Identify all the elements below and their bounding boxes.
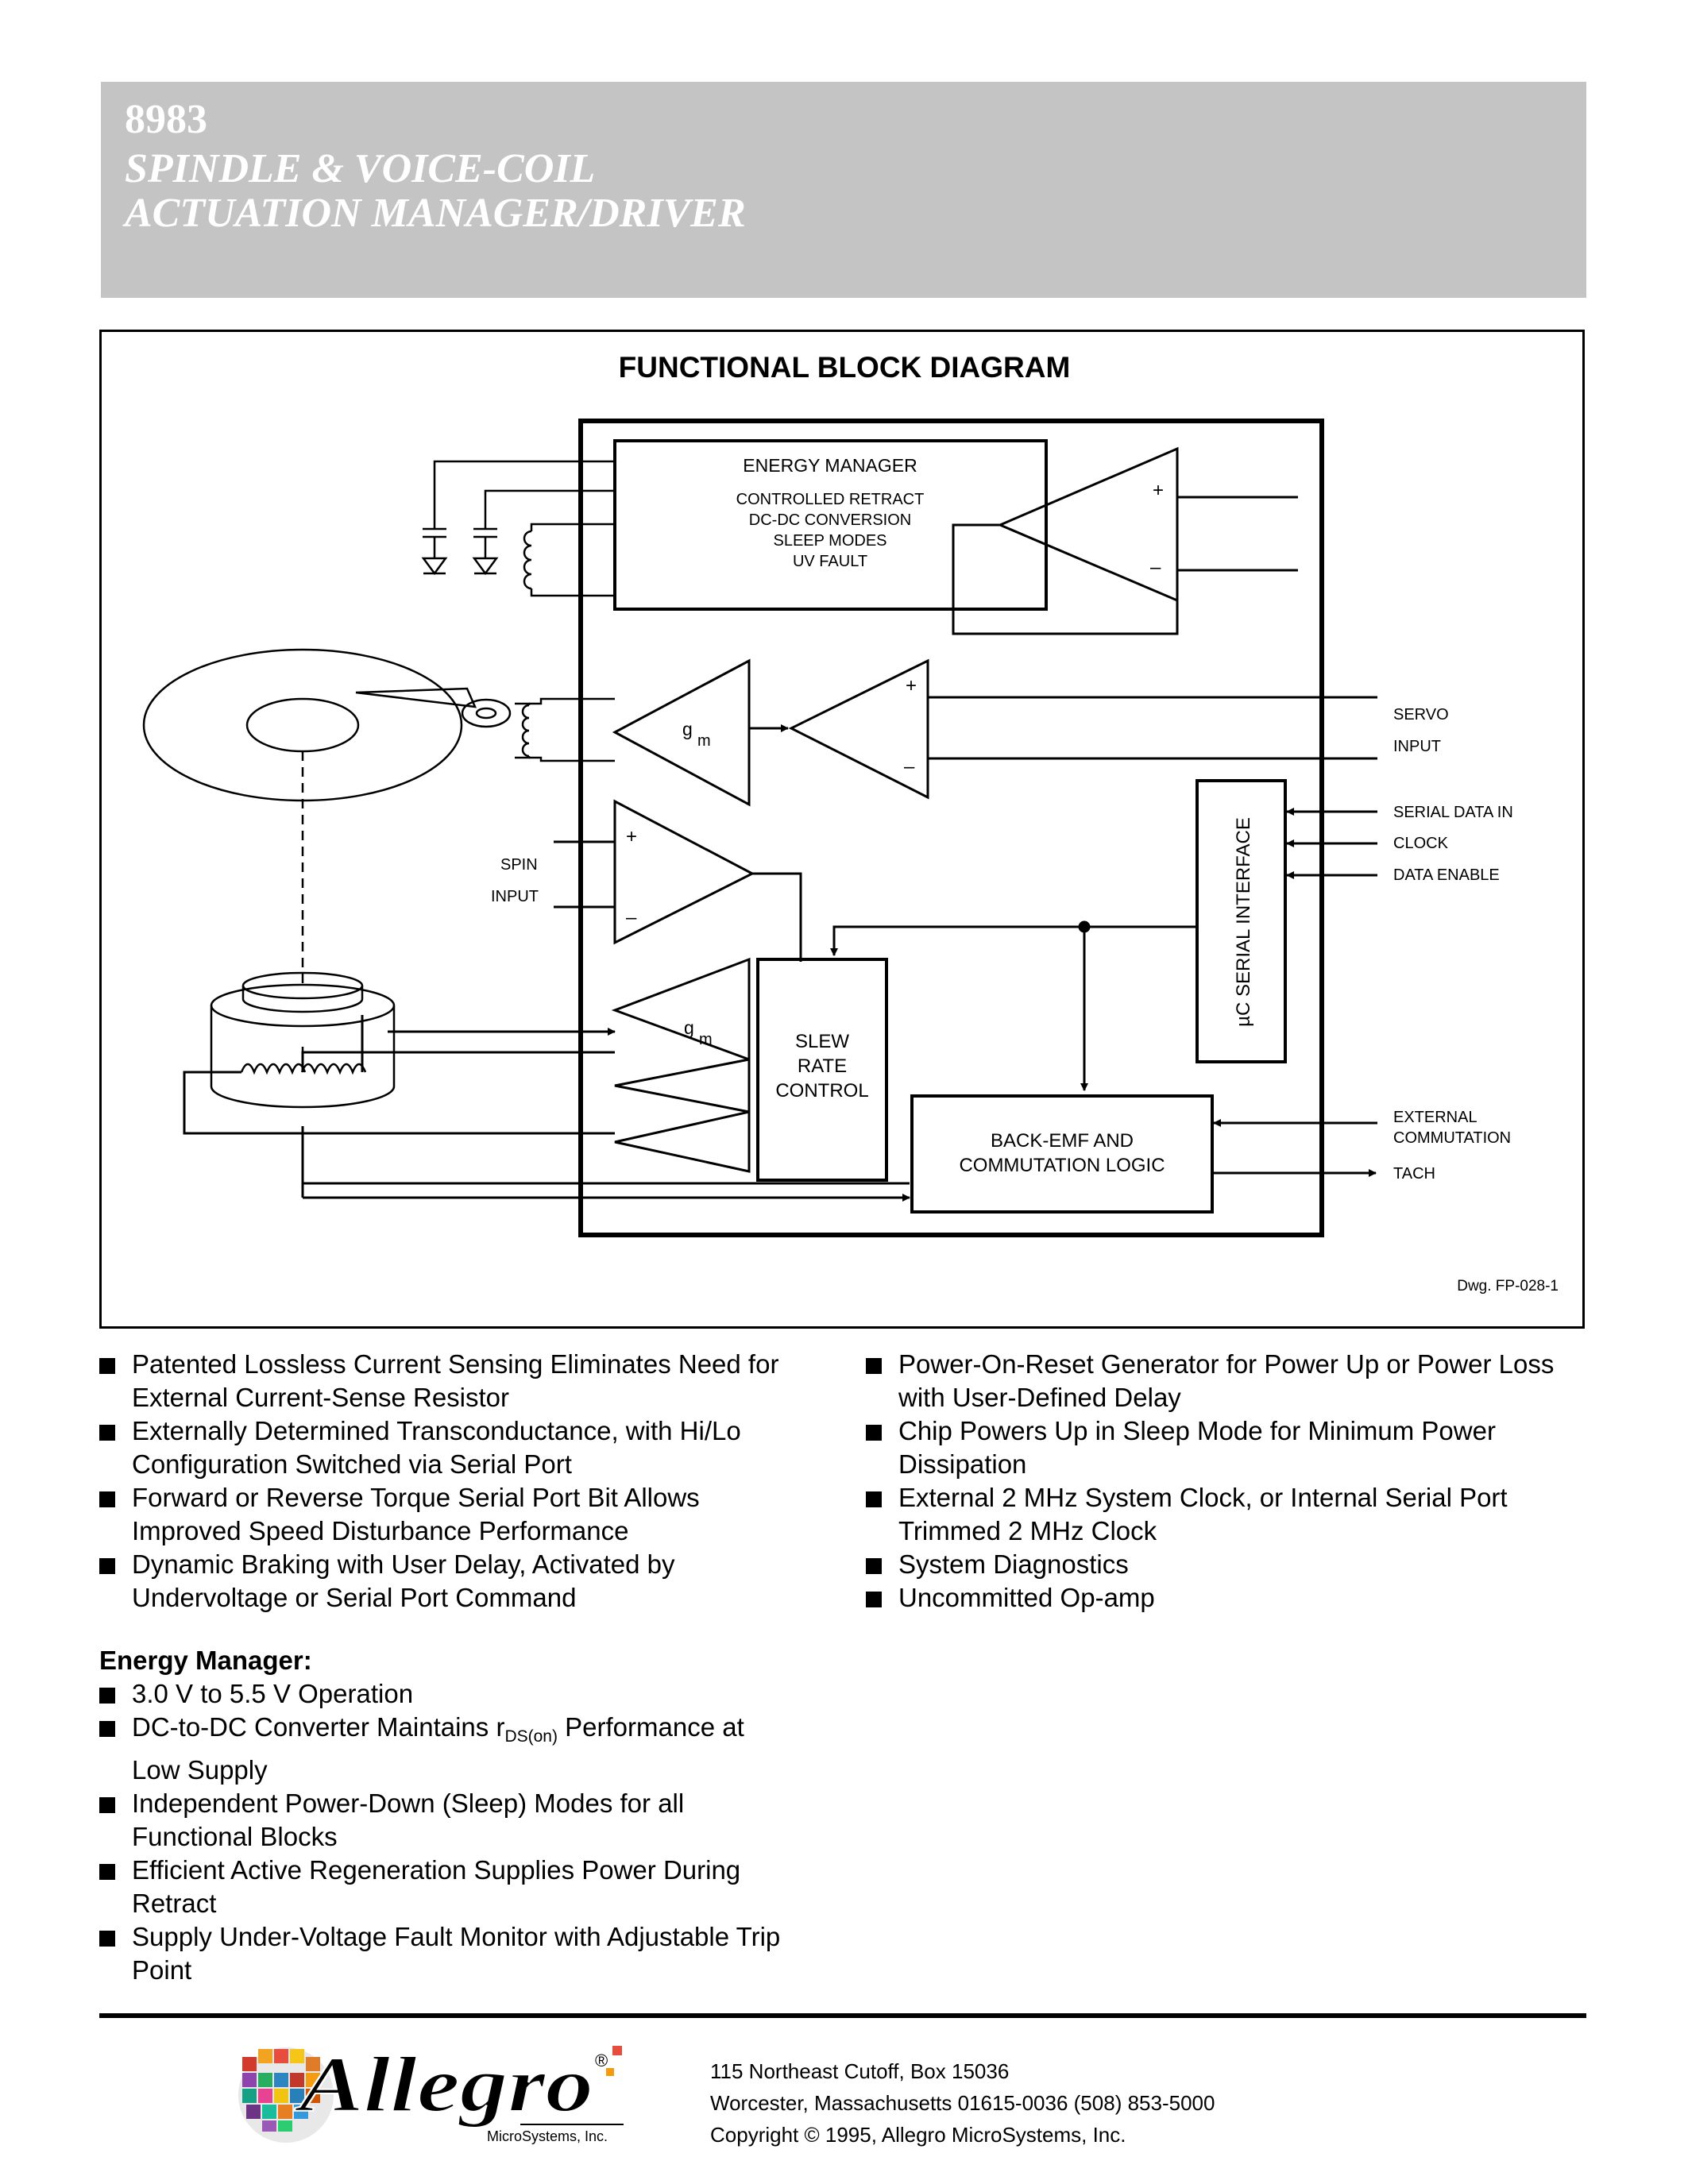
- servo-input-label: SERVO: [1393, 706, 1449, 723]
- rds-subscript: DS(on): [504, 1727, 558, 1746]
- serial-interface-block: µC SERIAL INTERFACE: [1196, 779, 1377, 1063]
- allegro-logo: Allegro ® MicroSystems, Inc.: [238, 2039, 624, 2144]
- logo-registered: ®: [595, 2051, 608, 2070]
- slew-rate-control-block: SLEW RATE CONTROL: [756, 958, 888, 1182]
- feature-item: Chip Powers Up in Sleep Mode for Minimum…: [866, 1414, 1581, 1481]
- block-diagram: FUNCTIONAL BLOCK DIAGRAM ENERGY MANAGER …: [142, 351, 1559, 1295]
- serial-bus-lines: [830, 920, 1197, 1091]
- dc-suffix: Performance at Low Supply: [132, 1712, 744, 1785]
- backemf-label: BACK-EMF AND: [991, 1130, 1134, 1152]
- clock-label: CLOCK: [1393, 835, 1449, 852]
- diagram-title: FUNCTIONAL BLOCK DIAGRAM: [619, 351, 1071, 384]
- drawing-number: Dwg. FP-028-1: [1457, 1278, 1559, 1295]
- feature-item: External 2 MHz System Clock, or Internal…: [866, 1481, 1581, 1548]
- page-title-line1: SPINDLE & VOICE-COIL: [125, 146, 596, 191]
- chip-outline: [578, 419, 1324, 1237]
- energy-manager-heading: Energy Manager:: [99, 1646, 312, 1675]
- voice-coil-inductor: [515, 697, 615, 762]
- energy-item: Efficient Active Regeneration Supplies P…: [99, 1854, 798, 1920]
- serial-interface-label: µC SERIAL INTERFACE: [1233, 817, 1254, 1027]
- copyright: Copyright © 1995, Allegro MicroSystems, …: [710, 2123, 1126, 2147]
- logo-globe: [238, 2047, 334, 2143]
- slew-label: RATE: [798, 1055, 847, 1077]
- plus-sign: +: [1153, 480, 1164, 501]
- logo-subtext: MicroSystems, Inc.: [487, 2128, 608, 2144]
- energy-item: Independent Power-Down (Sleep) Modes for…: [99, 1787, 798, 1854]
- vcm-gm-amplifier: g m: [612, 658, 789, 807]
- header-band: 8983 SPINDLE & VOICE-COIL ACTUATION MANA…: [101, 82, 1586, 298]
- serial-data-in-label: SERIAL DATA IN: [1393, 804, 1513, 821]
- gm-sub: m: [699, 1031, 713, 1048]
- minus-sign: –: [904, 756, 915, 778]
- slew-label: CONTROL: [775, 1080, 868, 1102]
- capacitor-symbols: [421, 460, 615, 576]
- backemf-label: COMMUTATION LOGIC: [959, 1155, 1165, 1176]
- dc-prefix: DC-to-DC Converter Maintains r: [132, 1712, 505, 1742]
- energy-manager-block: ENERGY MANAGER CONTROLLED RETRACT DC-DC …: [613, 439, 1048, 611]
- energy-manager-line: DC-DC CONVERSION: [749, 511, 911, 529]
- energy-item: 3.0 V to 5.5 V Operation: [99, 1677, 798, 1711]
- disk-platter: [142, 648, 512, 987]
- energy-manager-line: SLEEP MODES: [773, 532, 886, 550]
- footer-rule: [99, 2013, 1586, 2018]
- minus-sign: –: [626, 907, 637, 928]
- energy-item-dc: DC-to-DC Converter Maintains rDS(on) Per…: [99, 1711, 798, 1787]
- plus-sign: +: [906, 675, 917, 696]
- feature-item: Power-On-Reset Generator for Power Up or…: [866, 1348, 1581, 1414]
- spin-op-amp: + –: [554, 799, 802, 962]
- data-enable-label: DATA ENABLE: [1393, 866, 1500, 884]
- address-line: Worcester, Massachusetts 01615-0036 (508…: [710, 2091, 1215, 2115]
- energy-manager-line: UV FAULT: [793, 553, 867, 570]
- feature-item: Dynamic Braking with User Delay, Activat…: [99, 1548, 798, 1615]
- features-right: Power-On-Reset Generator for Power Up or…: [866, 1348, 1581, 1615]
- feature-item: Patented Lossless Current Sensing Elimin…: [99, 1348, 798, 1414]
- feature-item: Externally Determined Transconductance, …: [99, 1414, 798, 1481]
- uncommitted-op-amp: + –: [952, 446, 1298, 635]
- backemf-commutation-block: BACK-EMF AND COMMUTATION LOGIC: [910, 1094, 1377, 1214]
- logo-wordmark: Allegro: [294, 2040, 593, 2128]
- footer-address: 115 Northeast Cutoff, Box 15036 Worceste…: [710, 2055, 1215, 2151]
- features-left: Patented Lossless Current Sensing Elimin…: [99, 1348, 798, 1615]
- feature-item: Uncommitted Op-amp: [866, 1581, 1581, 1615]
- external-commutation-label: COMMUTATION: [1393, 1129, 1511, 1147]
- energy-item: Supply Under-Voltage Fault Monitor with …: [99, 1920, 798, 1987]
- spindle-gm-amplifier: g m: [611, 957, 751, 1173]
- address-line: 115 Northeast Cutoff, Box 15036: [710, 2059, 1010, 2083]
- external-commutation-label: EXTERNAL: [1393, 1109, 1477, 1126]
- tach-label: TACH: [1393, 1165, 1435, 1183]
- energy-manager-title: ENERGY MANAGER: [743, 455, 917, 476]
- spindle-motor: [210, 971, 396, 1109]
- page-title-line2: ACTUATION MANAGER/DRIVER: [125, 191, 746, 236]
- energy-manager-section: Energy Manager: 3.0 V to 5.5 V Operation…: [99, 1644, 798, 1987]
- energy-manager-line: CONTROLLED RETRACT: [736, 491, 925, 508]
- feature-item: Forward or Reverse Torque Serial Port Bi…: [99, 1481, 798, 1548]
- feedback-to-backemf: [301, 1126, 910, 1202]
- gm-sub: m: [697, 732, 711, 750]
- plus-sign: +: [626, 826, 637, 847]
- inductor-symbol: [523, 523, 615, 597]
- servo-op-amp: + –: [788, 658, 1377, 800]
- slew-label: SLEW: [795, 1031, 849, 1052]
- gm-label: g: [682, 719, 693, 739]
- gm-label: g: [684, 1017, 694, 1038]
- part-number: 8983: [125, 97, 207, 142]
- block-diagram-frame: FUNCTIONAL BLOCK DIAGRAM ENERGY MANAGER …: [99, 330, 1585, 1329]
- spin-input-label: INPUT: [491, 888, 539, 905]
- spin-input-label: SPIN: [500, 856, 538, 874]
- servo-input-label: INPUT: [1393, 738, 1441, 755]
- feature-item: System Diagnostics: [866, 1548, 1581, 1581]
- minus-sign: –: [1150, 557, 1161, 578]
